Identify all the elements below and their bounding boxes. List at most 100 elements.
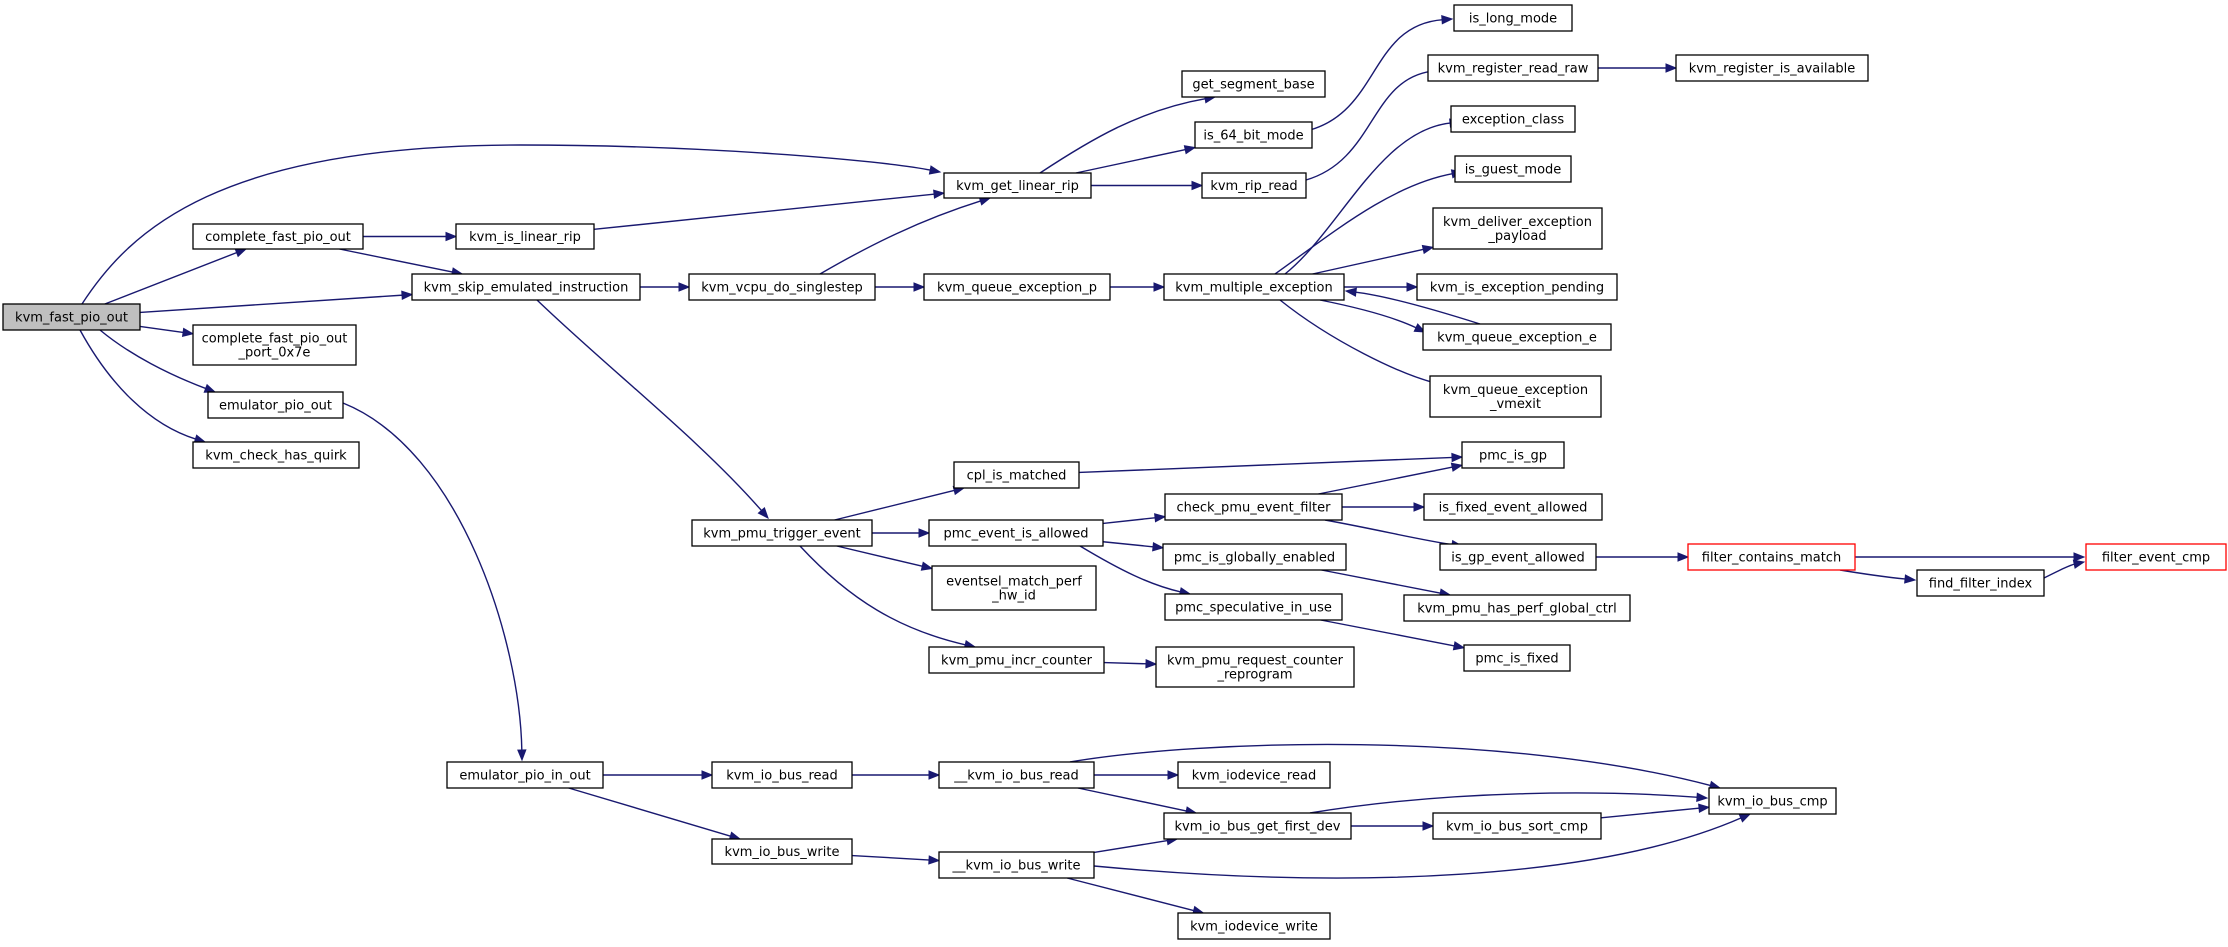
node-label: _reprogram [1216, 668, 1292, 683]
node-kvm_fast_pio_out[interactable]: kvm_fast_pio_out [2, 303, 141, 331]
node-box [711, 761, 853, 789]
node-__kvm_io_bus_write[interactable]: __kvm_io_bus_write [938, 851, 1095, 879]
arrowhead [1167, 770, 1180, 780]
node-label: kvm_fast_pio_out [15, 311, 128, 326]
node-find_filter_index[interactable]: find_filter_index [1916, 569, 2045, 597]
edge-line [1066, 877, 1195, 912]
node-kvm_register_is_available[interactable]: kvm_register_is_available [1675, 54, 1869, 82]
node-complete_fast_pio_out[interactable]: complete_fast_pio_out [192, 223, 364, 250]
node-pmc_event_is_allowed[interactable]: pmc_event_is_allowed [928, 519, 1104, 547]
node-kvm_skip_emulated_instruction[interactable]: kvm_skip_emulated_instruction [411, 273, 641, 301]
edge-line [799, 545, 967, 646]
node-box [1463, 644, 1571, 672]
edge-complete_fast_pio_out-to-kvm_is_linear_rip [363, 231, 458, 242]
node-label: kvm_io_bus_write [725, 845, 840, 860]
edge-line [836, 545, 924, 568]
node-is_gp_event_allowed[interactable]: is_gp_event_allowed [1439, 543, 1597, 571]
node-label: _vmexit [1489, 397, 1541, 412]
node-kvm_vcpu_do_singlestep[interactable]: kvm_vcpu_do_singlestep [688, 273, 876, 301]
node-kvm_io_bus_cmp[interactable]: kvm_io_bus_cmp [1708, 787, 1837, 815]
node-is_64_bit_mode[interactable]: is_64_bit_mode [1194, 121, 1313, 149]
arrowhead [913, 282, 926, 292]
edge-line [851, 854, 931, 861]
node-kvm_check_has_quirk[interactable]: kvm_check_has_quirk [192, 441, 360, 469]
node-kvm_io_bus_get_first_dev[interactable]: kvm_io_bus_get_first_dev [1163, 812, 1352, 840]
node-pmc_is_gp[interactable]: pmc_is_gp [1461, 441, 1565, 469]
edge-emulator_pio_in_out-to-kvm_io_bus_read [603, 770, 714, 780]
node-label: cpl_is_matched [967, 469, 1067, 484]
edge-line [79, 329, 197, 441]
node-filter_contains_match[interactable]: filter_contains_match [1687, 543, 1856, 571]
node-kvm_get_linear_rip[interactable]: kvm_get_linear_rip [943, 172, 1092, 199]
node-emulator_pio_in_out[interactable]: emulator_pio_in_out [446, 761, 604, 789]
edge-is_64_bit_mode-to-is_long_mode [1309, 15, 1454, 131]
node-kvm_io_bus_read[interactable]: kvm_io_bus_read [711, 761, 853, 789]
node-kvm_iodevice_write[interactable]: kvm_iodevice_write [1177, 912, 1331, 940]
edge-check_pmu_event_filter-to-pmc_is_gp [1318, 462, 1464, 495]
node-is_fixed_event_allowed[interactable]: is_fixed_event_allowed [1423, 493, 1603, 521]
node-pmc_is_fixed[interactable]: pmc_is_fixed [1463, 644, 1571, 672]
edge-line [1284, 122, 1452, 275]
node-emulator_pio_out[interactable]: emulator_pio_out [207, 391, 344, 419]
arrowhead [1183, 145, 1197, 155]
node-box [931, 565, 1097, 611]
function-nodes: kvm_fast_pio_outcomplete_fast_pio_outkvm… [2, 4, 2227, 940]
node-kvm_deliver_exception_payload[interactable]: kvm_deliver_exception_payload [1432, 207, 1603, 250]
node-check_pmu_event_filter[interactable]: check_pmu_event_filter [1164, 493, 1343, 521]
edge-line [819, 200, 982, 275]
node-box [1164, 493, 1343, 521]
node-kvm_register_read_raw[interactable]: kvm_register_read_raw [1427, 54, 1599, 82]
node-kvm_multiple_exception[interactable]: kvm_multiple_exception [1163, 273, 1345, 301]
node-kvm_is_linear_rip[interactable]: kvm_is_linear_rip [455, 223, 595, 250]
arrowhead [928, 770, 941, 780]
edge-kvm_get_linear_rip-to-is_64_bit_mode [1075, 145, 1197, 174]
edge-line [536, 299, 763, 512]
node-is_guest_mode[interactable]: is_guest_mode [1454, 155, 1572, 183]
node-__kvm_io_bus_read[interactable]: __kvm_io_bus_read [938, 761, 1095, 789]
arrowhead [1413, 502, 1426, 512]
node-label: __kvm_io_bus_read [953, 769, 1079, 784]
node-kvm_queue_exception_vmexit[interactable]: kvm_queue_exception_vmexit [1429, 375, 1602, 418]
edge-find_filter_index-to-filter_event_cmp [2043, 559, 2086, 579]
node-kvm_io_bus_write[interactable]: kvm_io_bus_write [711, 838, 853, 865]
edge-line [1093, 816, 1743, 879]
node-box [411, 273, 641, 301]
edge-line [99, 329, 207, 390]
node-label: kvm_queue_exception_e [1437, 331, 1597, 346]
node-exception_class[interactable]: exception_class [1450, 105, 1576, 133]
edge-line [1103, 661, 1148, 665]
edge-kvm_fast_pio_out-to-complete_fast_pio_out [104, 248, 248, 305]
node-kvm_rip_read[interactable]: kvm_rip_read [1201, 172, 1307, 199]
node-pmc_speculative_in_use[interactable]: pmc_speculative_in_use [1164, 593, 1343, 621]
node-kvm_queue_exception_p[interactable]: kvm_queue_exception_p [923, 273, 1111, 301]
node-label: kvm_pmu_request_counter [1167, 654, 1344, 669]
node-label: kvm_register_read_raw [1438, 62, 1589, 77]
node-kvm_queue_exception_e[interactable]: kvm_queue_exception_e [1422, 323, 1612, 351]
node-kvm_pmu_trigger_event[interactable]: kvm_pmu_trigger_event [691, 519, 873, 547]
node-kvm_pmu_incr_counter[interactable]: kvm_pmu_incr_counter [928, 646, 1105, 674]
node-box [2, 303, 141, 331]
node-box [1439, 543, 1597, 571]
edge-emulator_pio_out-to-emulator_pio_in_out [342, 402, 527, 762]
node-label: _payload [1487, 229, 1546, 244]
node-box [928, 646, 1105, 674]
edge-kvm_multiple_exception-to-kvm_deliver_exception_payload [1312, 244, 1435, 275]
node-kvm_io_bus_sort_cmp[interactable]: kvm_io_bus_sort_cmp [1432, 812, 1602, 840]
node-eventsel_match_perf_hw_id[interactable]: eventsel_match_perf_hw_id [931, 565, 1097, 611]
node-filter_event_cmp[interactable]: filter_event_cmp [2085, 543, 2227, 571]
node-kvm_pmu_request_counter_reprogram[interactable]: kvm_pmu_request_counter_reprogram [1155, 646, 1355, 688]
arrowhead [1344, 287, 1357, 297]
node-get_segment_base[interactable]: get_segment_base [1181, 70, 1326, 98]
node-is_long_mode[interactable]: is_long_mode [1453, 4, 1573, 32]
edge-kvm_io_bus_write-to-__kvm_io_bus_write [851, 854, 941, 865]
node-label: is_long_mode [1469, 12, 1557, 27]
edge-line [834, 489, 956, 521]
node-complete_fast_pio_out_port_0x7e[interactable]: complete_fast_pio_out_port_0x7e [192, 324, 357, 366]
node-kvm_is_exception_pending[interactable]: kvm_is_exception_pending [1416, 273, 1618, 301]
node-kvm_pmu_has_perf_global_ctrl[interactable]: kvm_pmu_has_perf_global_ctrl [1403, 594, 1631, 622]
node-cpl_is_matched[interactable]: cpl_is_matched [953, 461, 1080, 489]
node-pmc_is_globally_enabled[interactable]: pmc_is_globally_enabled [1162, 543, 1347, 571]
node-kvm_iodevice_read[interactable]: kvm_iodevice_read [1177, 761, 1331, 789]
arrowhead [234, 248, 248, 258]
node-box [1708, 787, 1837, 815]
